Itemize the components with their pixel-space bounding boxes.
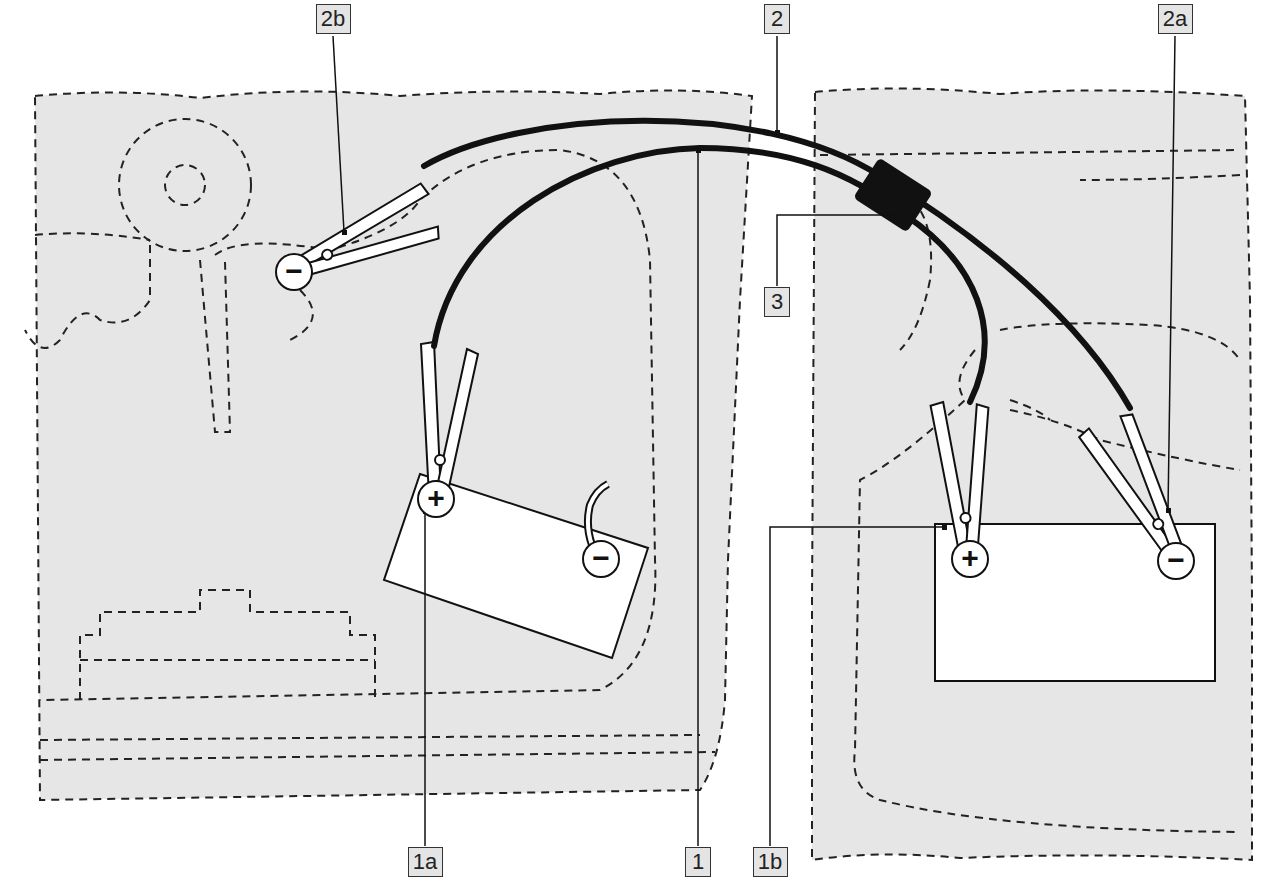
callout-text: 2b bbox=[321, 8, 345, 30]
battery-ground-cable bbox=[588, 484, 608, 545]
polarity-sign: + bbox=[961, 543, 979, 573]
callout-number: 2b bbox=[316, 4, 351, 34]
callout-text: 1b bbox=[758, 851, 782, 873]
leader-lines bbox=[333, 36, 1175, 846]
battery-good bbox=[384, 474, 648, 658]
engine-bay-right bbox=[812, 88, 1252, 860]
polarity-sign: − bbox=[592, 543, 610, 573]
polarity-sign: − bbox=[285, 256, 303, 286]
leader-dots bbox=[342, 130, 1171, 530]
clamp-2a bbox=[1078, 404, 1210, 564]
callout-text: 2 bbox=[771, 8, 783, 30]
clamp-2b bbox=[286, 183, 449, 306]
callout-number: 2 bbox=[764, 4, 790, 34]
terminal-symbol: + bbox=[951, 540, 989, 578]
callout-number: 2a bbox=[1158, 4, 1193, 34]
terminal-symbol: − bbox=[582, 540, 620, 578]
callout-text: 1a bbox=[413, 851, 437, 873]
polarity-sign: + bbox=[427, 483, 445, 513]
callout-text: 2a bbox=[1163, 8, 1187, 30]
polarity-sign: − bbox=[1167, 545, 1185, 575]
callout-number: 3 bbox=[764, 287, 790, 317]
callout-number: 1b bbox=[753, 847, 788, 877]
terminal-symbol: + bbox=[417, 480, 455, 518]
engine-bay-left bbox=[35, 90, 752, 800]
battery-flat bbox=[935, 524, 1215, 681]
cable-positive bbox=[434, 148, 985, 402]
terminal-symbol: − bbox=[275, 253, 313, 291]
clamp-1b bbox=[930, 396, 1008, 556]
callout-text: 1 bbox=[692, 851, 704, 873]
cable-junction bbox=[853, 157, 933, 232]
body-contours bbox=[25, 119, 1240, 832]
callout-text: 3 bbox=[771, 291, 783, 313]
cable-negative bbox=[424, 121, 1130, 408]
callout-number: 1a bbox=[408, 847, 443, 877]
terminal-symbol: − bbox=[1157, 542, 1195, 580]
clamp-1a bbox=[421, 342, 478, 496]
callout-number: 1 bbox=[685, 847, 711, 877]
